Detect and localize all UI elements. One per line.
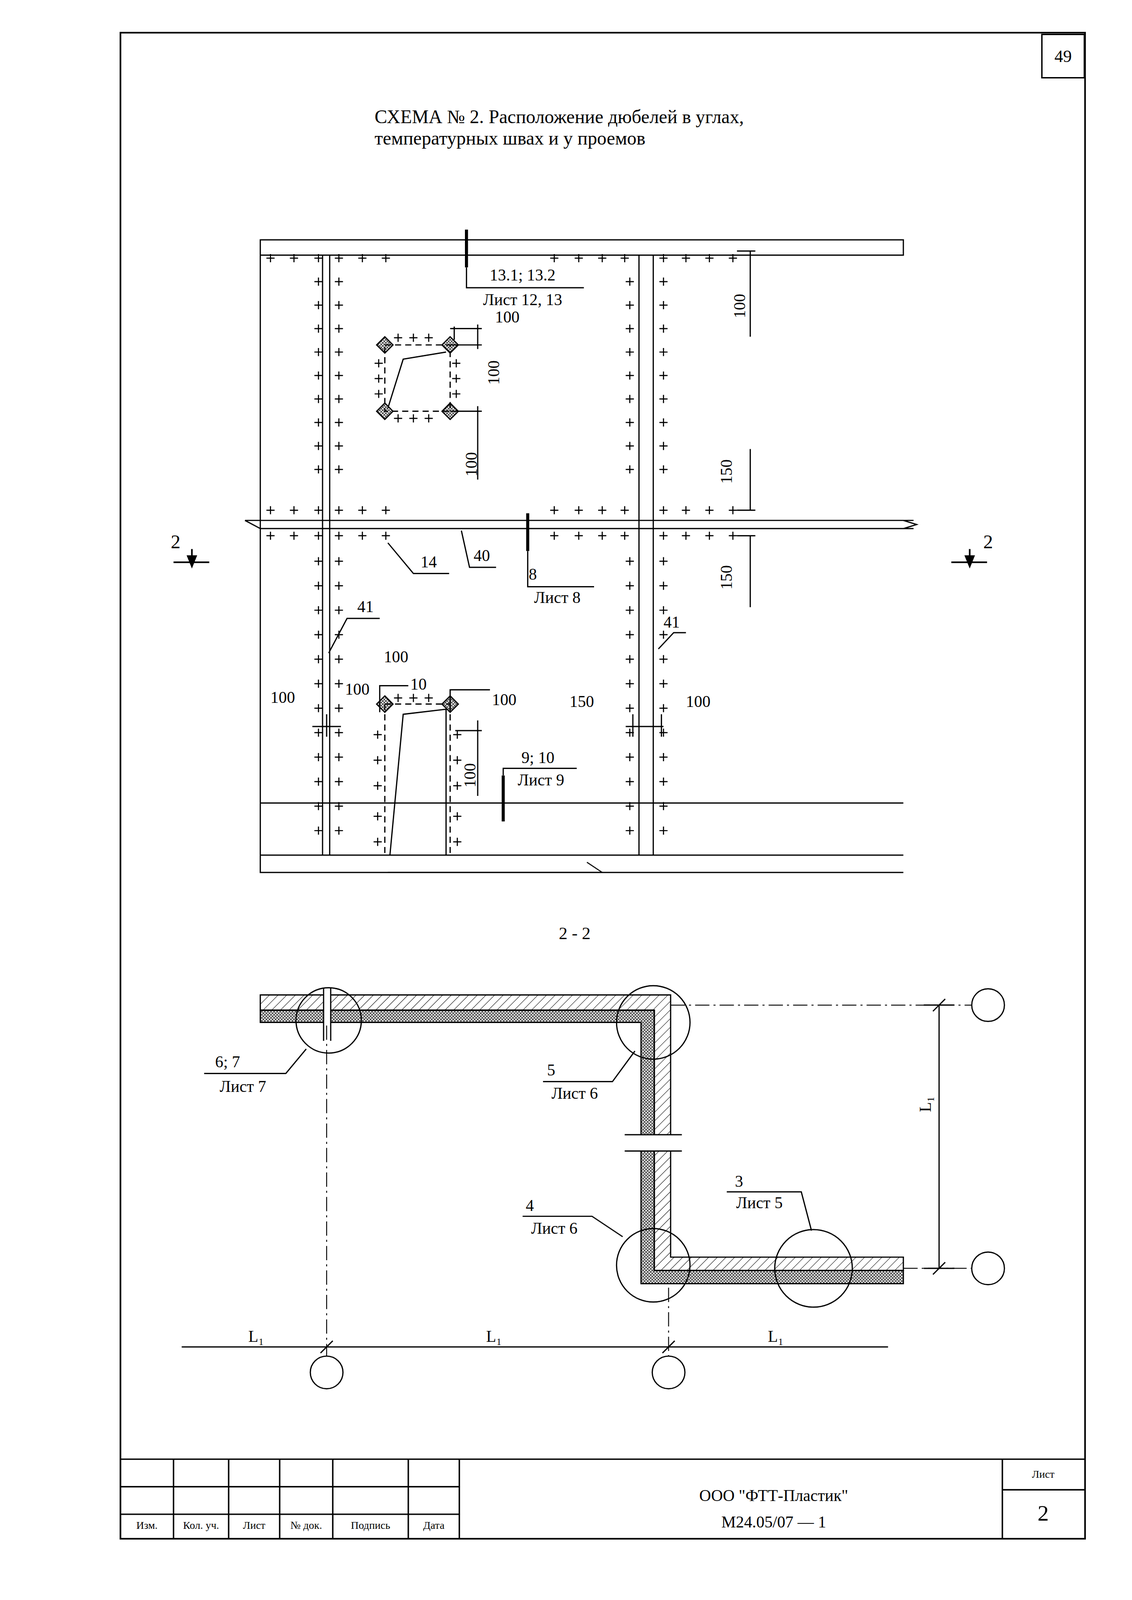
page-number-box: 49 bbox=[1041, 33, 1086, 79]
label-text: 2 bbox=[170, 531, 181, 553]
label-text: 100 bbox=[730, 293, 749, 319]
label-text: 100 bbox=[685, 693, 711, 711]
rect-shape bbox=[384, 344, 450, 412]
circle-shape bbox=[652, 1356, 686, 1390]
label-text: 100 bbox=[270, 689, 296, 708]
path-shape bbox=[260, 239, 903, 873]
path-shape bbox=[461, 530, 496, 568]
path-shape bbox=[387, 352, 447, 409]
path-shape bbox=[322, 255, 654, 856]
label-text: 2 bbox=[983, 531, 993, 553]
path-shape bbox=[376, 336, 394, 354]
label-text: L₁ bbox=[916, 1096, 935, 1112]
label-text: Лист 6 bbox=[551, 1085, 599, 1104]
label-text: 10 bbox=[410, 675, 427, 694]
label-text: 150 bbox=[717, 565, 736, 590]
label-text: 100 bbox=[462, 452, 481, 477]
label-text: Лист 6 bbox=[531, 1220, 578, 1238]
path-shape bbox=[187, 556, 197, 567]
path-shape bbox=[376, 403, 394, 420]
label-text: 13.1; 13.2 bbox=[489, 266, 556, 285]
label-text: Кол. уч. bbox=[182, 1520, 220, 1533]
label-text: М24.05/07 — 1 bbox=[721, 1513, 827, 1532]
path-shape bbox=[442, 403, 459, 420]
label-text: 41 bbox=[357, 598, 374, 616]
path-shape bbox=[464, 229, 469, 268]
label-text: 150 bbox=[717, 459, 736, 485]
label-text: 14 bbox=[420, 553, 438, 572]
label-text: 5 bbox=[547, 1061, 556, 1080]
label-text: Лист 7 bbox=[219, 1078, 267, 1096]
path-shape bbox=[312, 685, 664, 797]
path-shape bbox=[323, 988, 331, 1042]
label-text: L₁ bbox=[486, 1328, 502, 1346]
label-text: Дата bbox=[422, 1520, 445, 1533]
path-shape bbox=[328, 618, 380, 654]
label-text: 100 bbox=[344, 681, 370, 700]
path-shape bbox=[384, 704, 450, 856]
label-text: 6; 7 bbox=[215, 1053, 241, 1072]
title: СХЕМА № 2. Расположение дюбелей в углах,… bbox=[374, 106, 840, 150]
circle-shape bbox=[774, 1230, 853, 1308]
label-text: 41 bbox=[663, 613, 680, 632]
path-shape bbox=[203, 1049, 812, 1238]
label-text: Подпись bbox=[350, 1520, 391, 1533]
label-text: Лист 8 bbox=[534, 589, 581, 607]
label-text: Изм. bbox=[136, 1520, 158, 1533]
path-shape bbox=[442, 696, 459, 713]
circle-shape bbox=[296, 988, 362, 1054]
path-shape bbox=[501, 775, 506, 822]
path-shape bbox=[442, 336, 459, 354]
label-text: 8 bbox=[528, 565, 538, 584]
rect-shape bbox=[323, 985, 331, 1032]
path-shape bbox=[387, 542, 449, 574]
g-shape bbox=[173, 549, 987, 567]
path-shape bbox=[624, 1135, 682, 1152]
label-text: 100 bbox=[485, 360, 503, 386]
path-shape bbox=[527, 551, 595, 587]
label-text: 100 bbox=[495, 308, 520, 327]
label-text: L₁ bbox=[248, 1328, 264, 1346]
label-text: 100 bbox=[383, 648, 409, 667]
label-text: Лист bbox=[242, 1520, 266, 1533]
path-shape bbox=[181, 999, 955, 1354]
path-shape bbox=[376, 696, 394, 713]
circle-shape bbox=[971, 1252, 1005, 1286]
path-shape bbox=[387, 862, 603, 873]
circle-shape bbox=[310, 1356, 344, 1390]
dowel-marks bbox=[266, 254, 737, 847]
circle-shape bbox=[616, 985, 690, 1060]
circle-shape bbox=[616, 1229, 690, 1303]
label-text: 40 bbox=[473, 547, 491, 566]
label-text: Лист 12, 13 bbox=[483, 291, 563, 309]
circle-shape bbox=[971, 989, 1005, 1023]
rect-shape bbox=[120, 32, 1086, 1540]
g-shape bbox=[120, 32, 1086, 1540]
label-text: 100 bbox=[461, 763, 480, 788]
label-text: 2 bbox=[1037, 1501, 1049, 1527]
label-text: 9; 10 bbox=[521, 749, 555, 768]
label-text: 2 - 2 bbox=[558, 924, 591, 944]
label-text: 3 bbox=[735, 1173, 744, 1191]
label-text: 4 bbox=[525, 1197, 534, 1216]
label-text: № док. bbox=[290, 1520, 323, 1533]
label-text: Лист bbox=[1032, 1469, 1055, 1482]
path-shape bbox=[965, 556, 974, 567]
label-text: 100 bbox=[491, 691, 517, 710]
rect-shape bbox=[627, 1135, 679, 1152]
label-text: 150 bbox=[569, 693, 595, 711]
page-number: 49 bbox=[1054, 46, 1072, 67]
path-shape bbox=[120, 1459, 1086, 1539]
path-shape bbox=[526, 513, 530, 552]
label-text: L₁ bbox=[767, 1328, 784, 1346]
path-shape bbox=[326, 1005, 972, 1357]
label-text: Лист 9 bbox=[517, 772, 565, 790]
path-shape bbox=[390, 709, 447, 856]
path-shape bbox=[245, 520, 917, 529]
label-text: ООО "ФТТ-Пластик" bbox=[699, 1487, 849, 1506]
path-shape bbox=[260, 1010, 903, 1285]
label-text: Лист 5 bbox=[736, 1194, 783, 1213]
g-shape bbox=[376, 336, 459, 713]
